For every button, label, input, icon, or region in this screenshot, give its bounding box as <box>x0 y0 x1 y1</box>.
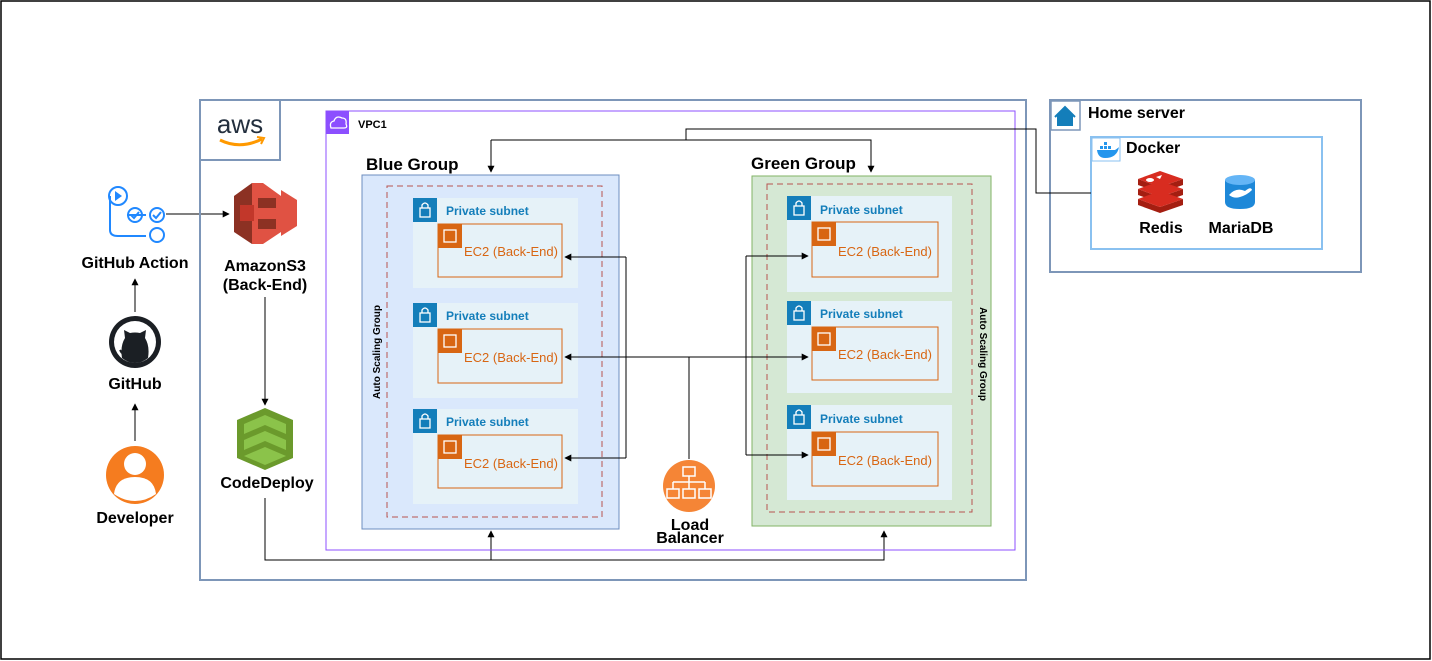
vpc-icon <box>326 111 349 134</box>
ec2-box <box>437 434 563 489</box>
home-icon <box>1050 100 1081 131</box>
subnet-label: Private subnet <box>446 309 529 323</box>
subnet-label: Private subnet <box>446 415 529 429</box>
redis-label: Redis <box>1139 220 1183 237</box>
github-action-icon <box>108 186 165 243</box>
load-balancer-node[interactable]: Load Balancer <box>656 460 724 547</box>
lock-icon <box>787 301 811 325</box>
mariadb-icon <box>1225 175 1255 209</box>
developer-label: Developer <box>96 510 173 527</box>
ec2-chip-icon <box>812 222 836 246</box>
ec2-label: EC2 (Back-End) <box>838 453 932 468</box>
codedeploy-label: CodeDeploy <box>220 475 313 492</box>
redis-icon <box>1138 171 1183 213</box>
subnet-label: Private subnet <box>820 307 903 321</box>
codedeploy-icon <box>237 408 293 470</box>
lock-icon <box>413 409 437 433</box>
green-group-title: Green Group <box>751 154 856 173</box>
aws-cloud-boundary <box>199 99 1027 581</box>
aws-logo-text: aws <box>217 109 263 139</box>
developer-icon <box>106 446 164 504</box>
ec2-chip-icon <box>438 329 462 353</box>
ec2-box <box>811 326 939 381</box>
lb-connectors <box>564 252 809 462</box>
ec2-chip-icon <box>812 432 836 456</box>
ec2-box <box>437 328 563 384</box>
vpc-boundary <box>325 110 1016 551</box>
codedeploy-node[interactable]: CodeDeploy <box>220 408 314 492</box>
docker-icon <box>1091 137 1121 162</box>
blue-asg-label: Auto Scaling Group <box>372 305 383 399</box>
s3-bucket-icon <box>234 183 297 244</box>
lock-icon <box>787 405 811 429</box>
redis-node[interactable]: Redis <box>1138 171 1183 237</box>
ec2-chip-icon <box>438 435 462 459</box>
subnet-label: Private subnet <box>446 204 529 218</box>
load-balancer-icon <box>663 460 715 512</box>
ec2-chip-icon <box>438 224 462 248</box>
home-to-groups-connector <box>487 128 1091 194</box>
vpc-label: VPC1 <box>358 119 387 131</box>
ec2-label: EC2 (Back-End) <box>838 347 932 362</box>
home-server-boundary <box>1049 99 1362 273</box>
github-label: GitHub <box>108 376 162 393</box>
green-asg-boundary <box>766 183 973 513</box>
lock-icon <box>413 303 437 327</box>
blue-subnet-2[interactable]: Private subnet EC2 (Back-End) <box>413 303 578 398</box>
codedeploy-to-green-arrow <box>264 498 888 561</box>
ec2-box <box>437 223 563 278</box>
aws-logo: aws <box>199 99 281 161</box>
green-asg-label: Auto Scaling Group <box>977 307 988 401</box>
ec2-box <box>811 221 939 278</box>
blue-subnet-3[interactable]: Private subnet EC2 (Back-End) <box>413 409 578 504</box>
load-balancer-label-line1: Load <box>671 517 709 534</box>
ec2-label: EC2 (Back-End) <box>464 456 558 471</box>
ec2-box <box>811 431 939 487</box>
s3-label-line1: AmazonS3 <box>224 258 306 275</box>
blue-group-title: Blue Group <box>366 155 459 174</box>
ec2-label: EC2 (Back-End) <box>464 350 558 365</box>
home-server-title: Home server <box>1088 105 1185 122</box>
mariadb-node[interactable]: MariaDB <box>1209 175 1274 237</box>
aws-smile-icon <box>219 137 263 147</box>
green-subnet-3[interactable]: Private subnet EC2 (Back-End) <box>787 405 952 500</box>
ec2-chip-icon <box>812 327 836 351</box>
green-subnet-1[interactable]: Private subnet EC2 (Back-End) <box>787 196 952 292</box>
lock-icon <box>413 198 437 222</box>
s3-node[interactable]: AmazonS3 (Back-End) <box>223 183 307 294</box>
lock-icon <box>787 196 811 220</box>
ec2-label: EC2 (Back-End) <box>838 244 932 259</box>
docker-label: Docker <box>1126 140 1180 157</box>
github-action-node[interactable]: GitHub Action <box>82 186 189 272</box>
github-action-label: GitHub Action <box>82 255 189 272</box>
developer-node[interactable]: Developer <box>96 446 174 527</box>
green-subnet-2[interactable]: Private subnet EC2 (Back-End) <box>787 301 952 393</box>
s3-label-line2: (Back-End) <box>223 277 307 294</box>
github-icon <box>109 316 161 368</box>
subnet-label: Private subnet <box>820 412 903 426</box>
blue-subnet-1[interactable]: Private subnet EC2 (Back-End) <box>413 198 578 288</box>
ec2-label: EC2 (Back-End) <box>464 244 558 259</box>
mariadb-label: MariaDB <box>1209 220 1274 237</box>
blue-asg-boundary <box>386 185 603 518</box>
load-balancer-label-line2: Balancer <box>656 530 724 547</box>
github-node[interactable]: GitHub <box>108 316 162 393</box>
subnet-label: Private subnet <box>820 203 903 217</box>
